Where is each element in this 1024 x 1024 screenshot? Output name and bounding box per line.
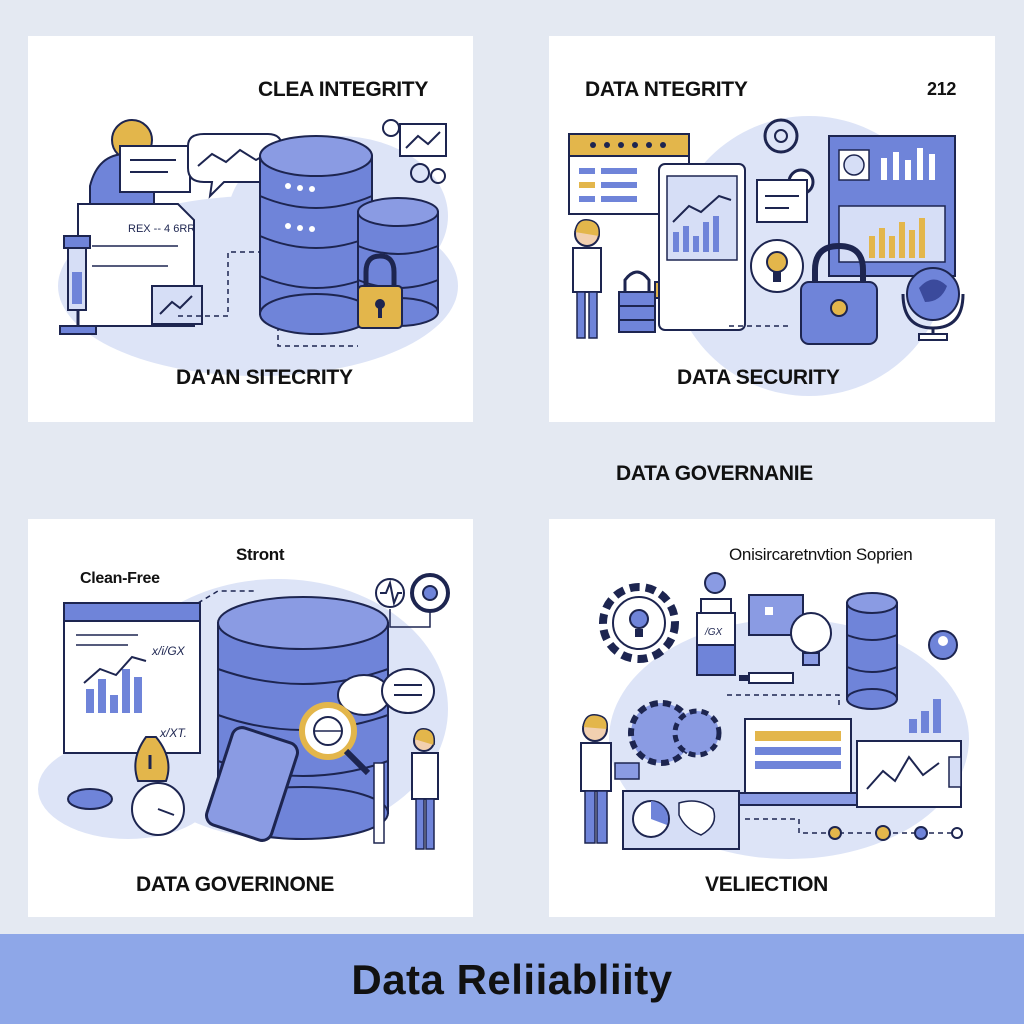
panel-verification: /GX (549, 519, 995, 917)
lock-icon (800, 242, 878, 345)
magnifier-icon (299, 702, 371, 776)
chart-annotation-1: x/i/GX (151, 644, 186, 658)
verification-illustration: /GX (580, 572, 969, 859)
gauge-icon (131, 782, 185, 836)
database-icon (259, 135, 373, 335)
person-figure (580, 714, 640, 844)
tablet-chart-icon (658, 163, 746, 331)
panel-top-title: CLEA INTEGRITY (258, 78, 429, 101)
bar-chart-icon (909, 699, 941, 733)
panel-label-clean: Clean-Free (80, 570, 160, 587)
message-card (119, 145, 191, 193)
panel-bottom-title: DATA SECURITY (677, 366, 840, 389)
section-label: DATA GOVERNANIE (616, 462, 813, 485)
panel-data-governance: x/i/GX x/XT. (28, 519, 473, 917)
data-governance-illustration: x/i/GX x/XT. (38, 573, 450, 850)
lightbulb-icon (750, 239, 804, 293)
monitor-icon (399, 123, 447, 157)
analytics-dashboard (828, 135, 956, 277)
database-icon (846, 592, 898, 710)
document-text: REX -- 4 6RR (128, 223, 195, 235)
warning-icon (134, 736, 170, 782)
panel-label-strong: Stront (236, 545, 285, 564)
panel-bottom-title: VELIECTION (705, 873, 829, 896)
lock-icon (357, 253, 403, 329)
laptop-icon (728, 718, 868, 806)
user-badge-icon (928, 630, 958, 660)
chat-bubble-icon (337, 668, 435, 716)
globe-icon (901, 267, 965, 341)
panel-top-title: DATA NTEGRITY (585, 78, 748, 101)
clean-integrity-illustration: REX -- 4 6RR (58, 119, 458, 376)
data-security-illustration (568, 116, 965, 396)
panel-bottom-title: DA'AN SITECRITY (176, 366, 353, 389)
person-figure (572, 219, 602, 339)
monitor-chart-icon (151, 285, 203, 325)
panel-data-security: DATA NTEGRITY 212 DATA SECURITY (549, 36, 995, 422)
footer-title: Data Reliiabliity (351, 956, 673, 1003)
chart-window (63, 602, 201, 754)
vial-label: /GX (704, 627, 723, 638)
footer-banner: Data Reliiabliity (0, 934, 1024, 1024)
flow-node-icon (828, 825, 963, 841)
panel-bottom-title: DATA GOVERINONE (136, 873, 335, 896)
vial-icon (696, 572, 736, 676)
panel-clean-integrity: REX -- 4 6RR (28, 36, 473, 422)
line-chart-card (856, 740, 962, 808)
tablet-icon (205, 726, 299, 842)
gear-lightbulb-icon (599, 583, 679, 663)
id-card-icon (756, 179, 808, 223)
panel-number: 212 (927, 79, 957, 99)
lab-stand-icon (59, 235, 97, 335)
gear-icon (763, 118, 799, 154)
heartbeat-icon (375, 578, 405, 608)
panel-top-title: Onisircaretnvtion Soprien (729, 545, 913, 564)
gear-icon (410, 573, 450, 613)
disk-icon (67, 788, 113, 810)
gears-icon (628, 700, 722, 766)
chart-annotation-2: x/XT. (159, 726, 187, 740)
map-chart-card (622, 790, 740, 850)
lightbulb-icon (790, 612, 832, 666)
battery-icon (739, 672, 794, 684)
person-figure (373, 727, 439, 850)
chat-bubble-icon (748, 594, 804, 636)
